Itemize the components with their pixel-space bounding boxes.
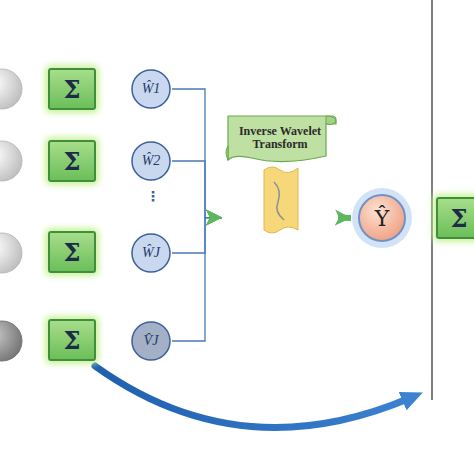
input-circle	[0, 233, 22, 273]
circle-fill	[132, 70, 170, 108]
sum-symbol: Σ	[64, 147, 81, 176]
node-label: Inverse Wavelet Transform	[236, 116, 324, 160]
input-circle	[0, 69, 22, 109]
scroll-curl	[326, 116, 336, 125]
connector	[172, 161, 222, 218]
output-circle: Ŷ	[351, 187, 413, 249]
sum-box: Σ	[48, 319, 96, 361]
sum-symbol: Σ	[64, 75, 81, 104]
coefficient-circle: Ŵ2	[130, 140, 172, 182]
circle-fill	[132, 234, 170, 272]
sum-box: Σ	[436, 197, 474, 239]
wave-line	[274, 182, 284, 220]
coefficient-circle: ŴJ	[130, 232, 172, 274]
node-label: V̂J	[144, 333, 159, 349]
coefficient-circle: V̂J	[130, 320, 172, 362]
node-label: Ŵ1	[142, 81, 161, 97]
connector	[172, 89, 222, 218]
connector	[172, 218, 222, 341]
circle-fill	[359, 195, 405, 241]
curved-arrow	[95, 366, 410, 427]
connector	[172, 218, 222, 253]
coefficient-circle: Ŵ1	[130, 68, 172, 110]
sum-box: Σ	[48, 231, 96, 273]
sum-symbol: Σ	[64, 326, 81, 355]
ellipsis-label: ⋮	[146, 188, 160, 204]
transform-scroll: Inverse Wavelet Transform	[222, 112, 338, 232]
scroll-body	[228, 116, 336, 162]
circle-fill	[132, 322, 170, 360]
node-label: Ŵ2	[142, 153, 161, 169]
input-circle	[0, 321, 22, 361]
sum-symbol: Σ	[64, 238, 81, 267]
circle-fill	[132, 142, 170, 180]
filter-icon	[264, 167, 298, 233]
scroll-curl	[226, 146, 228, 160]
divider-line	[431, 0, 433, 400]
sum-symbol: Σ	[451, 204, 468, 233]
sum-box: Σ	[48, 140, 96, 182]
node-label: Ŷ	[375, 206, 390, 231]
node-label: ŴJ	[142, 245, 160, 261]
halo	[352, 188, 412, 248]
connector	[338, 215, 351, 221]
sum-box: Σ	[48, 68, 96, 110]
input-circle	[0, 141, 22, 181]
